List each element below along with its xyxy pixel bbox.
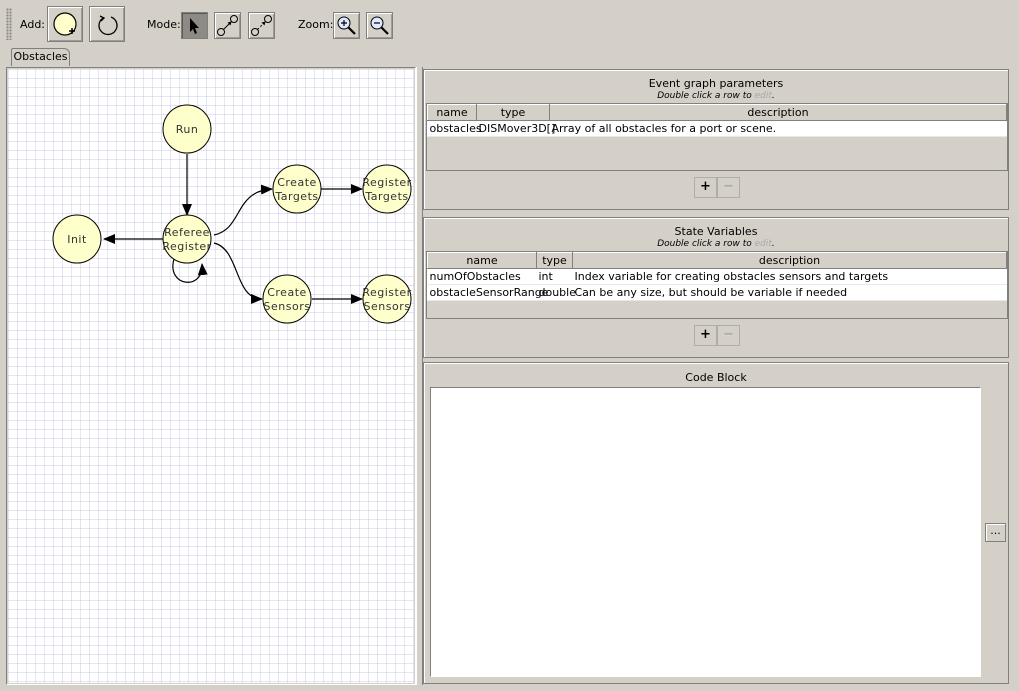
node-label: Targets bbox=[364, 190, 408, 203]
node-init[interactable]: Init bbox=[52, 214, 102, 264]
zoom-in-icon bbox=[337, 16, 356, 35]
node-label: Register bbox=[362, 286, 411, 299]
params-title: Event graph parameters bbox=[648, 77, 784, 90]
add-node-icon bbox=[53, 12, 77, 36]
graph-nodes: RunInitRefereeRegisterCreateTargetsRegis… bbox=[52, 104, 412, 324]
table-row[interactable]: numOfObstacles int Index variable for cr… bbox=[427, 268, 1007, 285]
add-event-node-button[interactable] bbox=[47, 6, 83, 42]
params-hint: Double click a row to edit. bbox=[657, 91, 775, 101]
state-name-cell[interactable]: numOfObstacles bbox=[427, 268, 537, 285]
node-circle[interactable] bbox=[52, 214, 102, 264]
node-label: Sensors bbox=[364, 300, 411, 313]
node-label: Referee bbox=[164, 226, 210, 239]
params-col-description[interactable]: description bbox=[549, 104, 1007, 121]
state-title: State Variables bbox=[674, 225, 758, 238]
mode-label: Mode: bbox=[147, 18, 181, 31]
pointer-arrow-icon bbox=[190, 18, 199, 34]
toolbar: Add: Mode: Zoom: bbox=[0, 0, 1019, 48]
scheduling-edge-mode-button[interactable] bbox=[214, 12, 241, 39]
state-table[interactable]: name type description numOfObstacles int… bbox=[427, 252, 1007, 301]
node-label: Init bbox=[67, 233, 87, 246]
tab-obstacles[interactable]: Obstacles bbox=[11, 48, 70, 66]
params-header-row: name type description bbox=[427, 104, 1007, 121]
state-table-scrollpane: name type description numOfObstacles int… bbox=[426, 251, 1008, 319]
edge-referee-to-create-sensors[interactable] bbox=[213, 242, 263, 304]
state-col-type[interactable]: type bbox=[536, 252, 573, 269]
add-state-variable-button[interactable]: + bbox=[694, 325, 717, 346]
add-parameter-button[interactable]: + bbox=[694, 177, 717, 198]
edge-referee-to-create-targets[interactable] bbox=[213, 184, 273, 236]
params-col-type[interactable]: type bbox=[476, 104, 550, 121]
zoom-in-button[interactable] bbox=[333, 12, 360, 39]
params-table-scrollpane: name type description obstacles DISMover… bbox=[426, 103, 1008, 171]
node-label: Create bbox=[277, 176, 317, 189]
state-col-name[interactable]: name bbox=[427, 252, 537, 269]
code-block-panel: Code Block ... bbox=[423, 362, 1009, 684]
param-type-cell[interactable]: DISMover3D[] bbox=[476, 120, 556, 137]
select-mode-button[interactable] bbox=[181, 12, 208, 39]
add-self-edge-button[interactable] bbox=[89, 6, 125, 42]
node-circle[interactable] bbox=[272, 164, 322, 214]
state-col-description[interactable]: description bbox=[572, 252, 1007, 269]
node-label: Targets bbox=[274, 190, 318, 203]
edge-referee-self-loop[interactable] bbox=[172, 258, 208, 283]
code-block-editor[interactable] bbox=[430, 387, 981, 677]
node-circle[interactable] bbox=[362, 164, 412, 214]
node-label: Run bbox=[176, 123, 199, 136]
node-label: Register bbox=[362, 176, 411, 189]
node-circle[interactable] bbox=[362, 274, 412, 324]
add-label: Add: bbox=[20, 18, 46, 31]
param-description-cell[interactable]: Array of all obstacles for a port or sce… bbox=[549, 120, 1007, 137]
node-circle[interactable] bbox=[162, 214, 212, 264]
param-name-cell[interactable]: obstacles bbox=[427, 120, 482, 137]
event-graph[interactable]: RunInitRefereeRegisterCreateTargetsRegis… bbox=[8, 69, 414, 683]
state-type-cell[interactable]: int bbox=[536, 268, 573, 285]
node-circle[interactable] bbox=[162, 104, 212, 154]
node-label: Sensors bbox=[264, 300, 311, 313]
zoom-label: Zoom: bbox=[298, 18, 334, 31]
node-circle[interactable] bbox=[262, 274, 312, 324]
cancelling-edge-mode-button[interactable] bbox=[248, 12, 275, 39]
remove-parameter-button[interactable]: − bbox=[717, 177, 740, 198]
state-type-cell[interactable]: double bbox=[536, 284, 576, 301]
node-label: Create bbox=[267, 286, 307, 299]
table-row[interactable]: obstacleSensorRange double Can be any si… bbox=[427, 284, 1007, 301]
graph-edges bbox=[103, 154, 363, 304]
state-hint: Double click a row to edit. bbox=[657, 239, 775, 249]
table-row[interactable]: obstacles DISMover3D[] Array of all obst… bbox=[427, 120, 1007, 137]
scheduling-edge-icon bbox=[217, 15, 238, 36]
state-variables-panel: State Variables Double click a row to ed… bbox=[423, 217, 1009, 358]
event-graph-parameters-panel: Event graph parameters Double click a ro… bbox=[423, 69, 1009, 210]
state-header-row: name type description bbox=[427, 252, 1007, 269]
zoom-out-button[interactable] bbox=[366, 12, 393, 39]
state-name-cell[interactable]: obstacleSensorRange bbox=[427, 284, 549, 301]
split-pane-divider[interactable] bbox=[416, 67, 423, 685]
code-title: Code Block bbox=[685, 371, 747, 384]
node-run[interactable]: Run bbox=[162, 104, 212, 154]
toolbar-grip[interactable] bbox=[6, 8, 12, 40]
params-col-name[interactable]: name bbox=[427, 104, 477, 121]
state-description-cell[interactable]: Index variable for creating obstacles se… bbox=[572, 268, 1007, 285]
params-table[interactable]: name type description obstacles DISMover… bbox=[427, 104, 1007, 137]
state-description-cell[interactable]: Can be any size, but should be variable … bbox=[572, 284, 1007, 301]
self-loop-icon bbox=[98, 15, 118, 36]
node-label: Register bbox=[162, 240, 211, 253]
zoom-out-icon bbox=[370, 16, 389, 35]
cancelling-edge-icon bbox=[251, 15, 272, 36]
code-expand-button[interactable]: ... bbox=[985, 523, 1006, 542]
remove-state-variable-button[interactable]: − bbox=[717, 325, 740, 346]
